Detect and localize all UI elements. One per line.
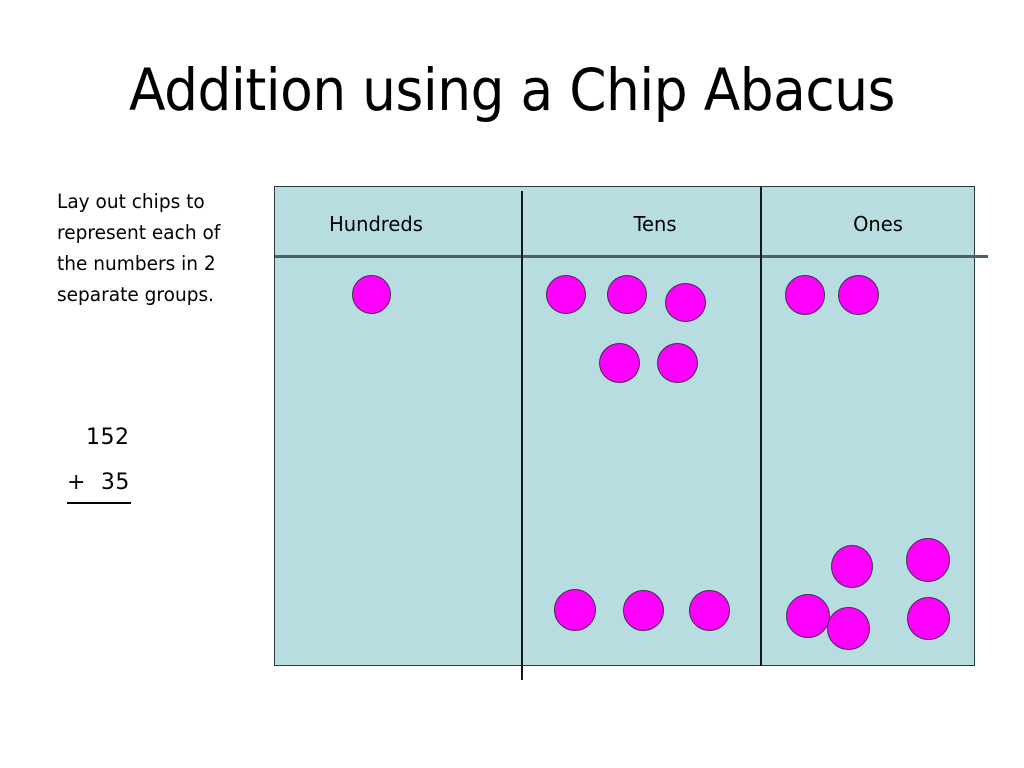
chip-tens-group2[interactable] <box>554 589 596 631</box>
column-header-tens: Tens <box>633 212 677 236</box>
addend-second: + 35 <box>67 470 130 495</box>
chip-hundreds-group1[interactable] <box>352 275 391 314</box>
chip-tens-group1[interactable] <box>599 343 640 383</box>
chip-ones-group2[interactable] <box>786 594 830 638</box>
chip-ones-group2[interactable] <box>827 607 870 650</box>
chip-tens-group1[interactable] <box>665 283 706 322</box>
chip-ones-group1[interactable] <box>838 275 879 315</box>
chip-tens-group1[interactable] <box>546 275 586 314</box>
column-header-ones: Ones <box>853 212 903 236</box>
chip-tens-group1[interactable] <box>657 343 698 383</box>
column-divider-tens-ones <box>760 187 762 666</box>
sum-rule-line <box>67 502 131 504</box>
chip-ones-group2[interactable] <box>831 545 873 588</box>
chip-ones-group1[interactable] <box>785 275 825 315</box>
addend-first: 152 <box>86 425 130 450</box>
chip-tens-group2[interactable] <box>623 590 664 631</box>
chip-tens-group1[interactable] <box>607 275 647 314</box>
column-divider-hundreds-tens <box>521 191 523 680</box>
chip-tens-group2[interactable] <box>689 590 730 631</box>
chip-ones-group2[interactable] <box>907 597 950 640</box>
chip-ones-group2[interactable] <box>906 538 950 582</box>
header-row-divider <box>275 255 988 258</box>
chip-abacus-table <box>274 186 975 666</box>
instruction-text: Lay out chips to represent each of the n… <box>57 190 221 306</box>
page-title: Addition using a Chip Abacus <box>129 56 895 124</box>
column-header-hundreds: Hundreds <box>329 212 423 236</box>
